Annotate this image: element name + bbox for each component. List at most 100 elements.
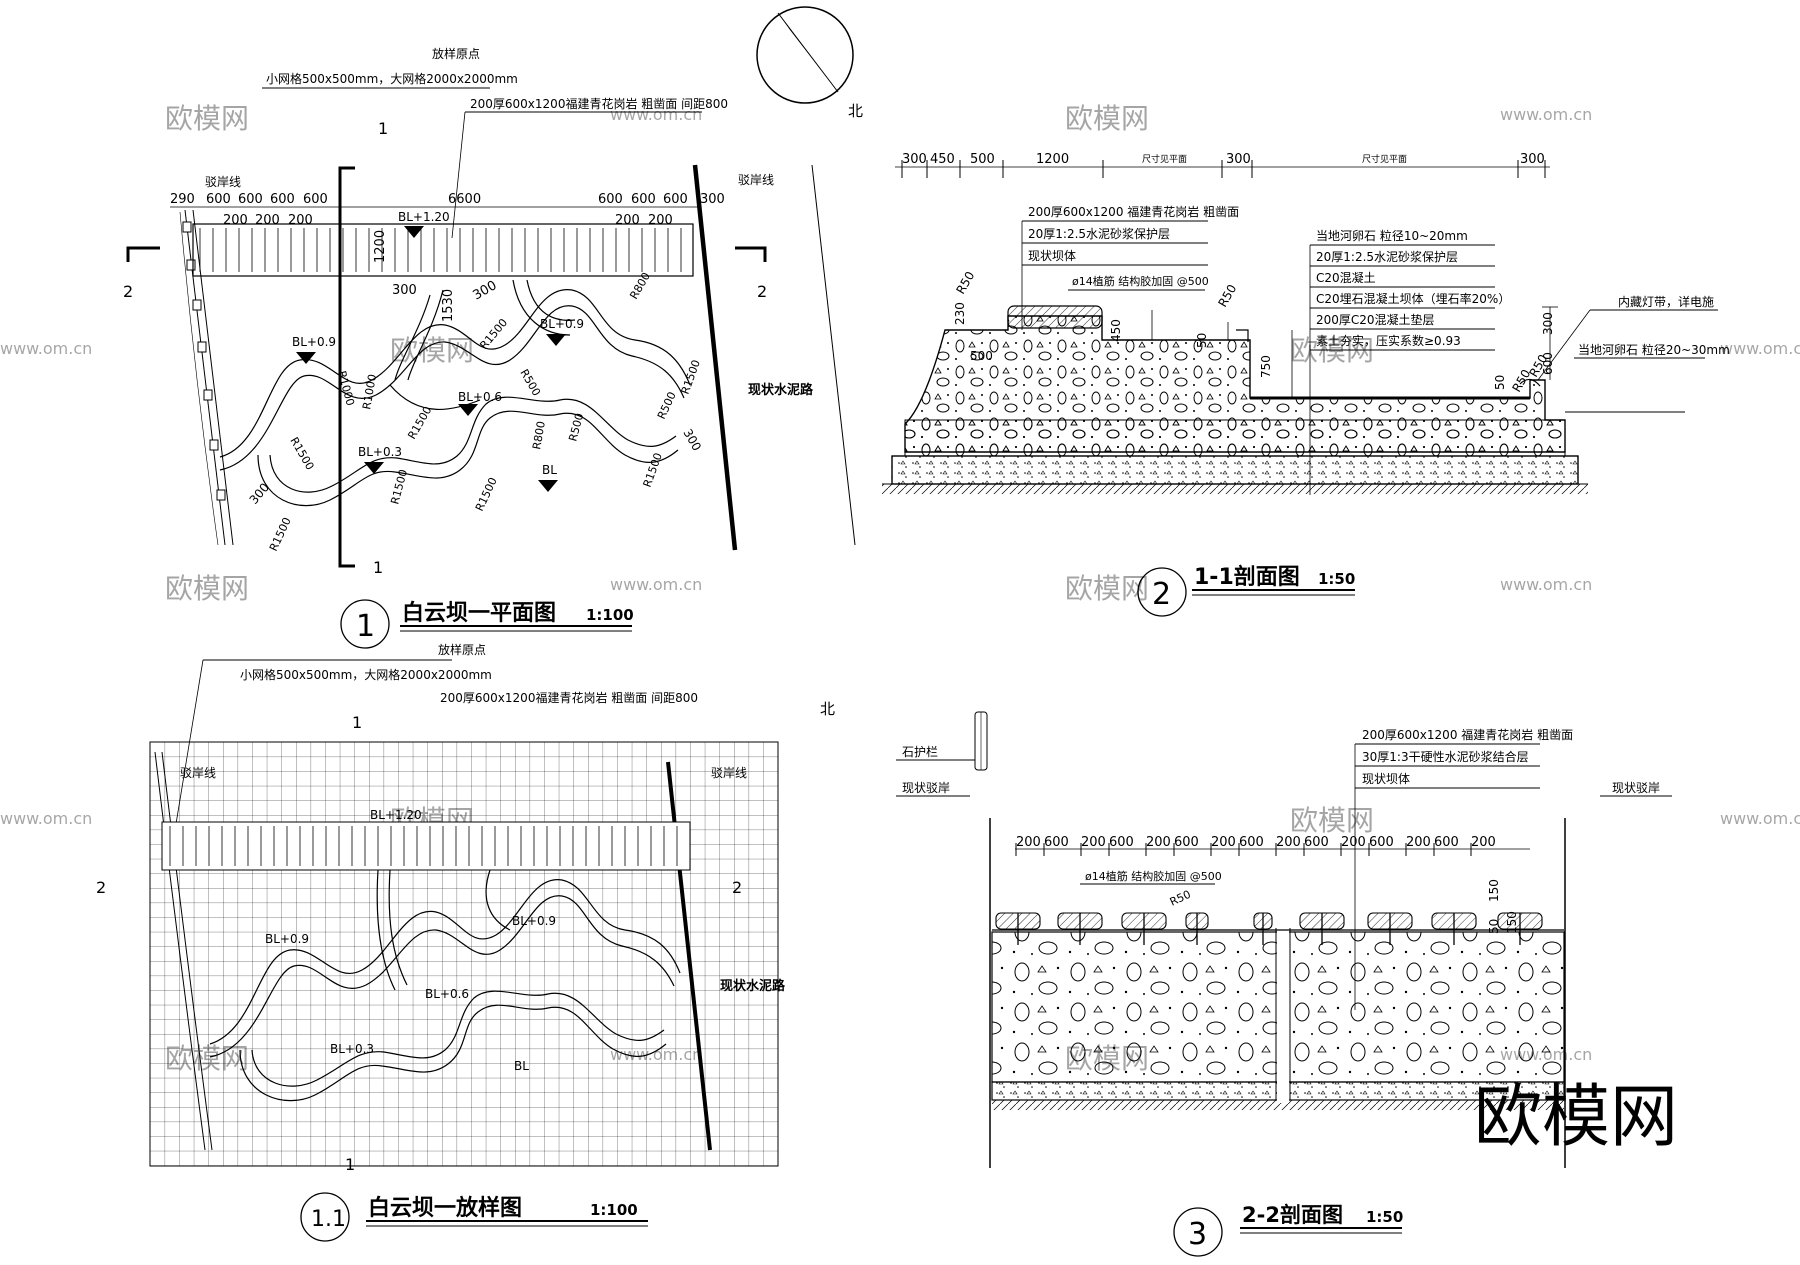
sec2-dim: 200	[1471, 835, 1496, 850]
plan-section-2-right: 2	[757, 282, 767, 301]
sec1-right-note: 当地河卵石 粒径10~20mm	[1316, 228, 1468, 243]
sec1-light-note: 内藏灯带，详电施	[1618, 294, 1714, 309]
layout-level-03: BL+0.3	[330, 1042, 374, 1056]
watermark-text: 欧模网	[1290, 804, 1374, 837]
layout-level-120: BL+1.20	[370, 808, 422, 822]
plan-level-09-left: BL+0.9	[292, 335, 336, 349]
sec2-note: 200厚600x1200 福建青花岗岩 粗凿面	[1362, 727, 1573, 742]
sec2-scale: 1:50	[1366, 1208, 1403, 1226]
plan-grid-note: 小网格500x500mm，大网格2000x2000mm	[266, 71, 518, 86]
sec1-left-note: 20厚1:2.5水泥砂浆保护层	[1028, 226, 1170, 241]
sec1-dim-misc: 50	[1493, 375, 1507, 390]
sec1-dim: 尺寸见平面	[1142, 153, 1187, 165]
sec1-title-num: 2	[1152, 577, 1171, 612]
sec2-dim-side: 50	[1487, 919, 1501, 934]
sec1-right-note: 20厚1:2.5水泥砂浆保护层	[1316, 249, 1458, 264]
plan-dim-600c: 600	[270, 192, 295, 207]
plan-level-03: BL+0.3	[358, 445, 402, 459]
sec2-dim: 200	[1341, 835, 1366, 850]
sec2-note: 30厚1:3干硬性水泥砂浆结合层	[1362, 749, 1529, 764]
plan-dim-600g: 600	[663, 192, 688, 207]
plan-dim-300: 300	[700, 192, 725, 207]
sec2-dim: 200	[1081, 835, 1106, 850]
section-2-2: 石护栏 现状驳岸 现状驳岸 200厚600x1200 福建青花岗岩 粗凿面 30…	[896, 711, 1678, 1257]
sec1-dim: 300	[1226, 152, 1251, 167]
plan-radius: R1500	[679, 358, 703, 396]
plan-dim-1200: 1200	[373, 230, 388, 263]
sec1-dim-misc: 500	[970, 349, 993, 363]
watermark-text: 欧模网	[165, 572, 249, 605]
plan-section-1-top: 1	[378, 119, 388, 138]
layout-grid	[149, 741, 779, 1167]
plan-dim-6600: 6600	[448, 192, 481, 207]
plan-dim-sub: 200	[615, 213, 640, 228]
plan-dim-300-small: 300	[680, 427, 704, 454]
layout-level-bl: BL	[514, 1059, 529, 1073]
plan-radius: R1500	[388, 468, 410, 506]
plan-dim-600d: 600	[303, 192, 328, 207]
sec1-right-note: 200厚C20混凝土垫层	[1316, 312, 1435, 327]
sec2-title: 2-2剖面图	[1242, 1203, 1343, 1227]
watermark-text: 欧模网	[165, 102, 249, 135]
watermark-text: 欧模网	[1065, 572, 1149, 605]
layout-grid-note: 小网格500x500mm，大网格2000x2000mm	[240, 667, 492, 682]
plan-dim-600b: 600	[238, 192, 263, 207]
sec1-dim: 500	[970, 152, 995, 167]
layout-level-09-right: BL+0.9	[512, 914, 556, 928]
sec1-title: 1-1剖面图	[1194, 564, 1300, 590]
plan-dim-300-right: 300	[471, 278, 500, 303]
plan-radius: R500	[517, 367, 543, 398]
sec2-note: 现状坝体	[1362, 772, 1410, 786]
plan-dim-300-mid: 300	[392, 283, 417, 298]
layout-bank-left: 驳岸线	[180, 766, 216, 780]
plan-bank-left: 驳岸线	[205, 175, 241, 189]
plan-level-06: BL+0.6	[458, 390, 502, 404]
sec2-rail: 石护栏	[902, 744, 938, 759]
sec1-dim-misc: R50	[1215, 282, 1239, 309]
sec2-dim: 600	[1304, 835, 1329, 850]
plan-radius: R800	[530, 420, 548, 450]
north-arrow: 北	[756, 6, 863, 120]
layout-stone-note: 200厚600x1200福建青花岗岩 粗凿面 间距800	[440, 690, 698, 705]
sec1-dim: 尺寸见平面	[1362, 153, 1407, 165]
watermark-url: www.om.cn	[0, 809, 92, 828]
layout-road: 现状水泥路	[720, 978, 786, 994]
sec1-right-note: C20埋石混凝土坝体（埋石率20%）	[1316, 291, 1510, 306]
sec2-dim-side: 150	[1487, 879, 1501, 902]
sec1-pebble-note: 当地河卵石 粒径20~30mm	[1578, 342, 1730, 357]
sec2-dim: 200	[1276, 835, 1301, 850]
sec1-dim: 450	[930, 152, 955, 167]
plan-dim-sub: 200	[648, 213, 673, 228]
plan-radius: R1500	[405, 404, 434, 441]
sec2-dim: 600	[1174, 835, 1199, 850]
watermark-url: www.om.cn	[0, 339, 92, 358]
plan-radius: R500	[566, 412, 586, 443]
sec2-dim: 600	[1434, 835, 1459, 850]
sec2-dim: 600	[1369, 835, 1394, 850]
sec2-bank-left: 现状驳岸	[902, 781, 950, 795]
watermark-text: 欧模网	[390, 334, 474, 367]
sec2-dim-side: 150	[1505, 911, 1519, 934]
layout-bank-right: 驳岸线	[711, 766, 747, 780]
brand-logo-text: 欧模网	[1474, 1078, 1678, 1157]
watermark-url: www.om.cn	[1500, 575, 1592, 594]
layout-section-2-left: 2	[96, 878, 106, 897]
plan-radius: R1500	[641, 451, 665, 489]
sec1-left-note: 现状坝体	[1028, 249, 1076, 263]
plan-origin-label: 放样原点	[432, 46, 480, 61]
sec2-dim: 200	[1016, 835, 1041, 850]
plan-dim-sub: 200	[288, 213, 313, 228]
sec1-dim-misc: 600	[1541, 352, 1555, 375]
watermark-url: www.om.cn	[610, 105, 702, 124]
plan-radius: R800	[627, 270, 653, 301]
plan-dim-600e: 600	[598, 192, 623, 207]
plan-title-num: 1	[356, 609, 375, 644]
plan-level-09-right: BL+0.9	[540, 317, 584, 331]
sec2-r50: R50	[1168, 888, 1193, 909]
sec2-dim: 600	[1109, 835, 1134, 850]
layout-section-1-top: 1	[352, 713, 362, 732]
sec1-dim-misc: 450	[1109, 319, 1123, 342]
plan-section-1-bottom: 1	[373, 558, 383, 577]
plan-dim-300-small: 300	[247, 480, 272, 507]
plan-scale: 1:100	[586, 606, 634, 624]
